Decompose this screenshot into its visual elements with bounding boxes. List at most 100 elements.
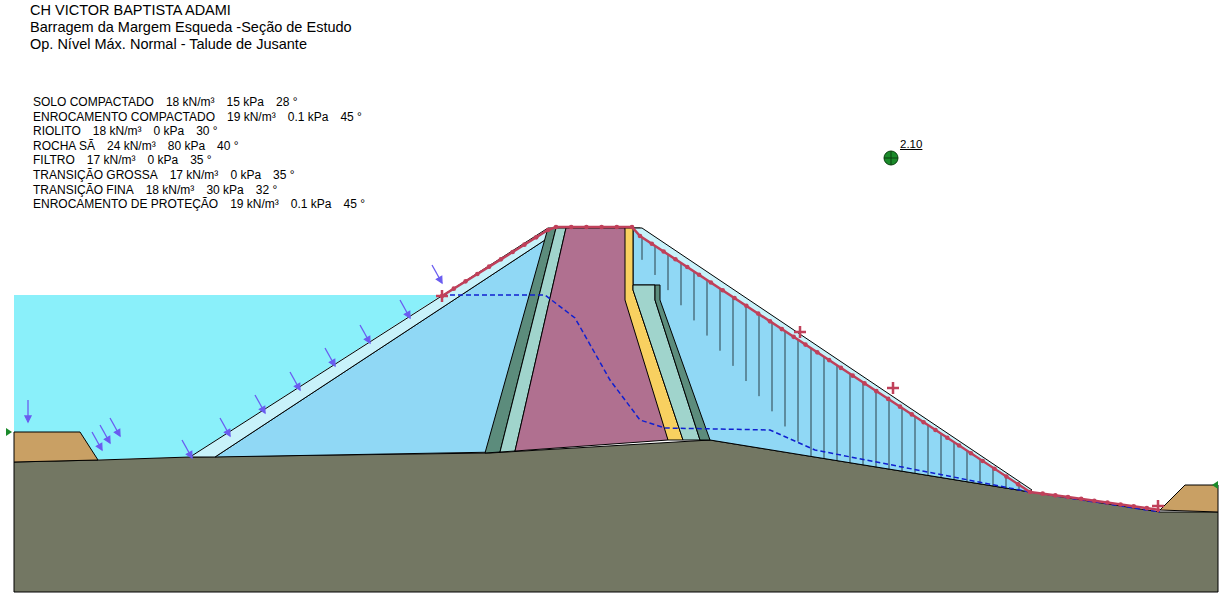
slice (967, 451, 968, 482)
material-cell: 45 ° (340, 111, 361, 125)
pressure-arrow-head (224, 429, 230, 436)
slice (694, 271, 695, 320)
material-cell: 40 ° (217, 140, 238, 154)
water-pressure (25, 265, 442, 458)
material-cell: 19 kN/m³ (230, 198, 279, 212)
slip-dot (957, 443, 962, 448)
slip-dot (827, 358, 832, 363)
slice (941, 434, 942, 478)
phreatic-line (442, 295, 1160, 512)
material-cell: 30 kPa (206, 184, 243, 198)
slice (746, 306, 747, 381)
slip-dot (980, 459, 985, 464)
slip-dot (815, 350, 820, 355)
slip-dot (780, 327, 785, 332)
slip-dots (440, 225, 1149, 511)
slip-dot (569, 225, 574, 230)
slip-dot (546, 228, 551, 233)
slice (759, 314, 760, 396)
material-cell: RIOLITO (33, 125, 81, 139)
slip-dot (744, 304, 749, 309)
slice (681, 263, 682, 305)
slip-dot (720, 288, 725, 293)
material-cell: SOLO COMPACTADO (33, 96, 154, 110)
protection-rockfill (633, 228, 1032, 492)
material-cell: 19 kN/m³ (227, 111, 276, 125)
slice (772, 323, 773, 412)
slice (655, 246, 656, 275)
pressure-arrow-head (436, 276, 442, 283)
slice (785, 331, 786, 426)
material-cell: 0.1 kPa (288, 111, 329, 125)
material-cell: 30 ° (196, 125, 217, 139)
slip-dot (898, 404, 903, 409)
slip-dot (1040, 491, 1045, 496)
pressure-arrow-head (294, 383, 300, 390)
slip-dot (1066, 495, 1071, 500)
material-cell: 0 kPa (230, 169, 261, 183)
pressure-arrow (290, 372, 300, 390)
material-cell: 35 ° (190, 154, 211, 168)
slip-centre (884, 151, 898, 165)
slip-dot (992, 466, 997, 471)
slip-dot (451, 286, 456, 291)
material-cell: ENROCAMENTO COMPACTADO (33, 111, 215, 125)
slip-dot (910, 412, 915, 417)
slip-dot (463, 279, 468, 284)
pressure-arrow-head (329, 359, 335, 366)
slip-dot (1053, 493, 1058, 498)
cofferdam (14, 432, 98, 462)
project-title: CH VICTOR BAPTISTA ADAMI (30, 2, 231, 19)
slice (837, 365, 838, 460)
slip-dot (584, 225, 589, 230)
slice (824, 357, 825, 459)
pressure-arrow-head (259, 406, 265, 413)
pressure-arrow (220, 418, 230, 436)
slip-dot (638, 234, 643, 239)
slip-dot (874, 389, 879, 394)
material-cell: 35 ° (273, 169, 294, 183)
slip-dot (756, 311, 761, 316)
slip-dot (921, 420, 926, 425)
slice (720, 289, 721, 351)
slip-dot (1145, 506, 1150, 511)
slip-dot (697, 272, 702, 277)
slip-dot (487, 264, 492, 269)
slip-dot (1131, 504, 1136, 509)
material-cell: 80 kPa (168, 140, 205, 154)
slice (876, 391, 877, 467)
boundary-marker (6, 428, 12, 436)
slice (850, 374, 851, 463)
slip-dot (1016, 482, 1021, 487)
slice (889, 399, 890, 469)
slice (980, 459, 981, 484)
slip-markers (436, 290, 1164, 512)
material-cell: 28 ° (276, 96, 297, 110)
slip-dot (969, 451, 974, 456)
slip-surface (442, 227, 1160, 510)
pressure-arrow (110, 418, 120, 436)
pressure-arrow-head (364, 336, 370, 343)
slip-dot (768, 319, 773, 324)
material-cell: ENROCAMENTO DE PROTEÇÃO (33, 198, 218, 212)
slip-dot (630, 225, 635, 230)
material-cell: 0.1 kPa (291, 198, 332, 212)
material-cell: 17 kN/m³ (170, 169, 219, 183)
slice (863, 382, 864, 464)
slip-dot (1118, 502, 1123, 507)
pressure-arrow-head (186, 451, 192, 458)
material-cell: TRANSIÇÃO FINA (33, 184, 134, 198)
slip-dot (709, 280, 714, 285)
slice (642, 237, 643, 260)
slice (707, 280, 708, 336)
slip-dot (615, 225, 620, 230)
slip-dot (933, 428, 938, 433)
material-cell: 0 kPa (147, 154, 178, 168)
slip-dot (475, 272, 480, 277)
pressure-arrow-head (404, 311, 410, 318)
slip-dot (791, 335, 796, 340)
slices (642, 237, 1149, 508)
slip-dot (732, 296, 737, 301)
slice (798, 340, 799, 442)
